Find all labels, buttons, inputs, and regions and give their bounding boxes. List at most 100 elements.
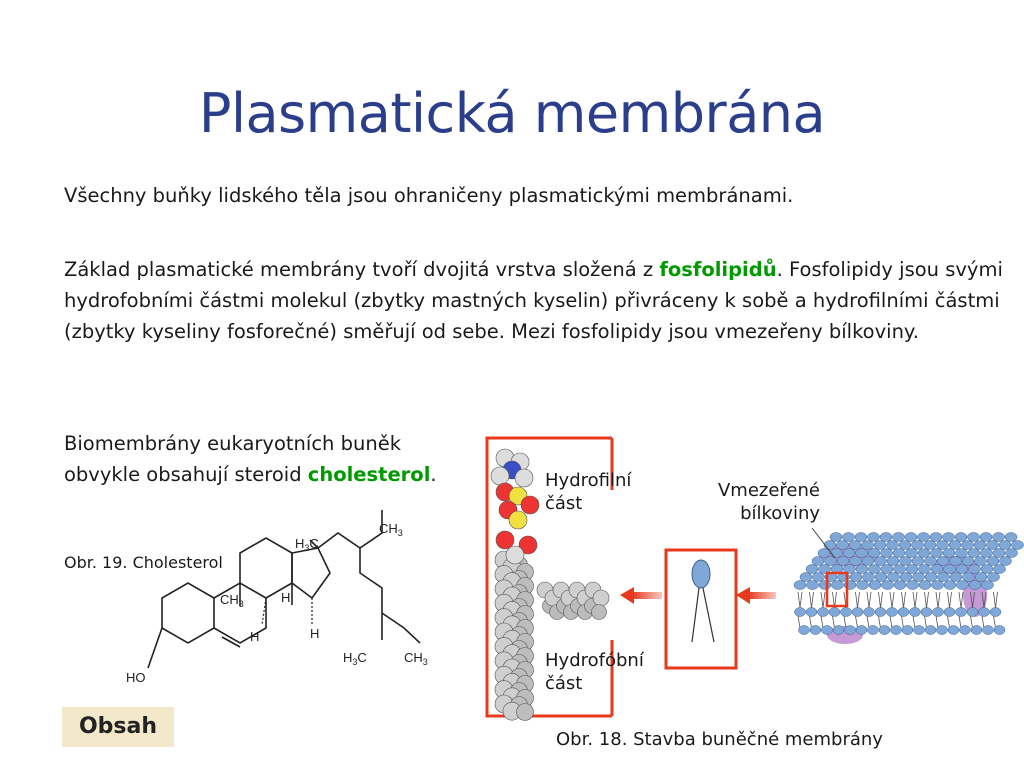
label-h-b: H: [310, 626, 319, 641]
lipid-head: [879, 532, 893, 542]
label-line: část: [545, 493, 583, 514]
lipid-head: [867, 532, 880, 542]
lipid-head: [955, 564, 969, 574]
lipid-tail: [937, 591, 941, 609]
lipid-head: [844, 625, 856, 635]
lipid-head: [949, 572, 963, 582]
lipid-tail: [958, 615, 962, 629]
molecule-frame: [485, 436, 612, 718]
lipid-head: [929, 532, 943, 542]
label-line: bílkoviny: [740, 503, 820, 524]
lipid-tail: [878, 591, 881, 609]
label-ch3-ring: CH3: [220, 592, 244, 609]
lipid-tail: [958, 591, 962, 609]
lipid-head: [968, 564, 981, 574]
lipid-head: [968, 580, 982, 590]
lipid-head: [886, 556, 900, 566]
lipid-head: [862, 572, 875, 582]
lipid-tail: [901, 591, 904, 609]
lipid-tail: [926, 591, 929, 609]
lipid-head: [911, 540, 924, 550]
atom-sphere: [591, 604, 607, 620]
lipid-head: [861, 556, 875, 566]
lipid-head: [986, 556, 1000, 566]
lipid-tail: [866, 615, 870, 629]
lipid-head: [849, 556, 862, 566]
label-line: část: [545, 673, 583, 694]
label-ho: HO: [126, 670, 146, 685]
lipid-head: [999, 556, 1012, 566]
lipid-tail: [972, 591, 975, 609]
lipid-head: [982, 625, 994, 635]
lipid-tail: [889, 615, 893, 629]
lipid-tail: [889, 591, 893, 609]
lipid-tail: [878, 615, 881, 629]
lipid-tail: [960, 591, 964, 609]
label-h-ring: H: [281, 590, 290, 605]
lipid-head: [851, 607, 864, 617]
lipid-head: [913, 625, 925, 635]
lipid-head: [1011, 540, 1024, 550]
lipid-head: [842, 532, 855, 542]
lipid-head: [886, 540, 899, 550]
lipid-head: [923, 540, 937, 550]
atom-sphere: [516, 703, 534, 721]
lipid-head: [930, 564, 944, 574]
lipid-head: [924, 572, 938, 582]
lipid-head: [979, 532, 993, 542]
lipid-head: [817, 548, 831, 558]
lipid-head: [917, 532, 930, 542]
paragraph-intro: Všechny buňky lidského těla jsou ohranič…: [64, 184, 794, 207]
paragraph-text: .: [430, 463, 437, 486]
lipid-head: [936, 556, 950, 566]
lipid-tail: [797, 591, 801, 609]
lipid-tail: [820, 615, 824, 629]
lipid-head: [959, 625, 971, 635]
lipid-head: [843, 564, 856, 574]
lipid-head: [920, 607, 933, 617]
atom-sphere: [495, 530, 515, 550]
lipid-head: [942, 532, 955, 542]
lipid-head: [973, 540, 987, 550]
lipid-tail: [924, 591, 927, 609]
lipid-tail: [799, 591, 803, 609]
caption-membrane: Obr. 18. Stavba buněčné membrány: [556, 729, 883, 750]
lipid-tail: [891, 591, 895, 609]
lipid-tail: [822, 591, 826, 609]
lipid-head: [905, 564, 919, 574]
lipid-head: [932, 607, 944, 617]
lipid-head: [868, 564, 881, 574]
lipid-head: [962, 572, 975, 582]
lipid-tail: [809, 591, 812, 609]
lipid-head: [992, 548, 1006, 558]
arrow-left-2: [736, 587, 776, 604]
lipid-tail: [935, 615, 939, 629]
paragraph-cholesterol: Biomembrány eukaryotních buněk obvykle o…: [64, 428, 474, 490]
paragraph-text: Základ plasmatické membrány tvoří dvojit…: [64, 258, 660, 281]
lipid-head: [831, 580, 844, 590]
lipid-head: [874, 572, 888, 582]
lipid-head: [943, 564, 956, 574]
lipid-tail: [914, 591, 918, 609]
lipid-head: [881, 580, 894, 590]
lipid-head: [830, 548, 843, 558]
lipid-head: [947, 625, 960, 635]
lipid-head: [993, 625, 1006, 635]
lipid-head: [878, 625, 891, 635]
lipid-head: [874, 607, 887, 617]
lipid-head: [798, 625, 810, 635]
lipid-tail: [912, 591, 916, 609]
lipid-head: [899, 556, 912, 566]
lipid-head: [918, 564, 931, 574]
obsah-button[interactable]: Obsah: [62, 707, 174, 747]
lipid-head: [854, 532, 868, 542]
lipid-head: [961, 540, 974, 550]
lipid-tail: [868, 591, 872, 609]
lipid-tail: [924, 615, 927, 629]
lipid-head: [893, 580, 907, 590]
simplified-frame: [664, 548, 738, 670]
lipid-head: [880, 564, 894, 574]
lipid-head: [890, 625, 902, 635]
lipid-tail: [797, 615, 801, 629]
